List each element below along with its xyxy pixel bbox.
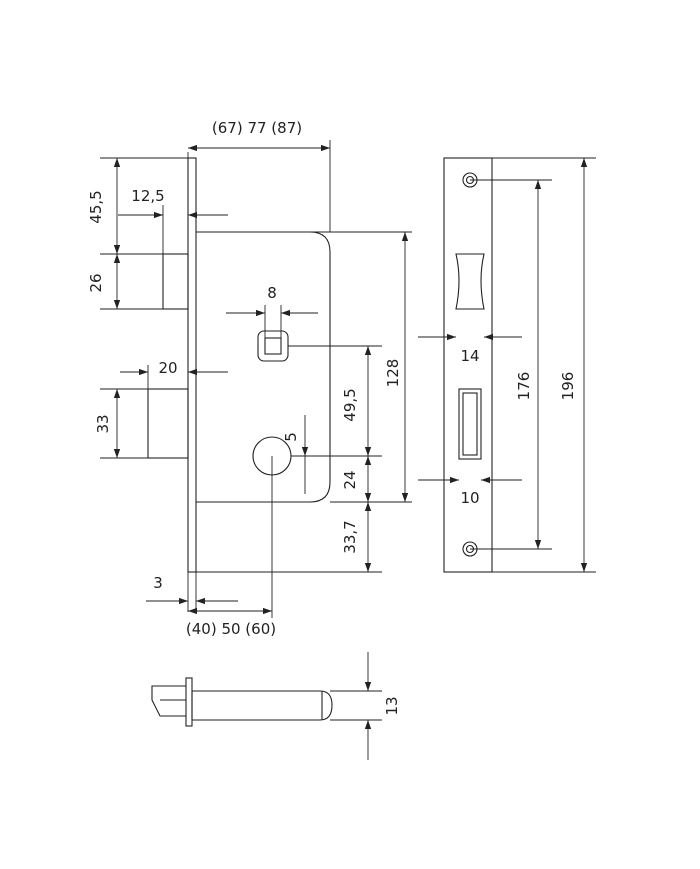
dim-5: 5 (282, 432, 300, 442)
dim-strike-10: 10 (460, 489, 479, 507)
dim-3: 3 (153, 574, 163, 592)
side-faceplate (185, 677, 193, 727)
dim-49-5: 49,5 (341, 388, 359, 421)
dim-side-13: 13 (383, 696, 401, 715)
dim-12-5: 12,5 (131, 187, 164, 205)
dim-26: 26 (87, 273, 105, 292)
dimensions-main: (67) 77 (87) 45,5 26 12,5 20 33 8 (87, 119, 412, 638)
dim-strike-14: 14 (460, 347, 479, 365)
lock-case (196, 231, 331, 503)
dim-24: 24 (341, 470, 359, 489)
dim-strike-196: 196 (559, 372, 577, 401)
bolt-opening-inner (462, 392, 478, 456)
dim-33-7: 33,7 (341, 520, 359, 553)
follower-outer (257, 330, 289, 362)
dim-45-5: 45,5 (87, 190, 105, 223)
follower-square (264, 337, 282, 355)
faceplate (187, 157, 197, 573)
dim-33: 33 (94, 414, 112, 433)
latch-opening (455, 253, 485, 310)
strike-plate: 14 10 176 196 (418, 157, 596, 573)
dim-128: 128 (384, 359, 402, 388)
latch-bolt (162, 253, 189, 310)
dim-20: 20 (158, 359, 177, 377)
dim-8: 8 (267, 284, 277, 302)
dead-bolt (147, 388, 189, 459)
lock-side-view: 13 (151, 652, 401, 760)
side-bolt (151, 685, 186, 717)
strike-plate-outline (443, 157, 493, 573)
bolt-opening (458, 388, 482, 460)
dim-case-depth: (67) 77 (87) (212, 119, 302, 137)
dim-strike-176: 176 (515, 372, 533, 401)
dim-backset: (40) 50 (60) (186, 620, 276, 638)
side-body (192, 690, 333, 721)
